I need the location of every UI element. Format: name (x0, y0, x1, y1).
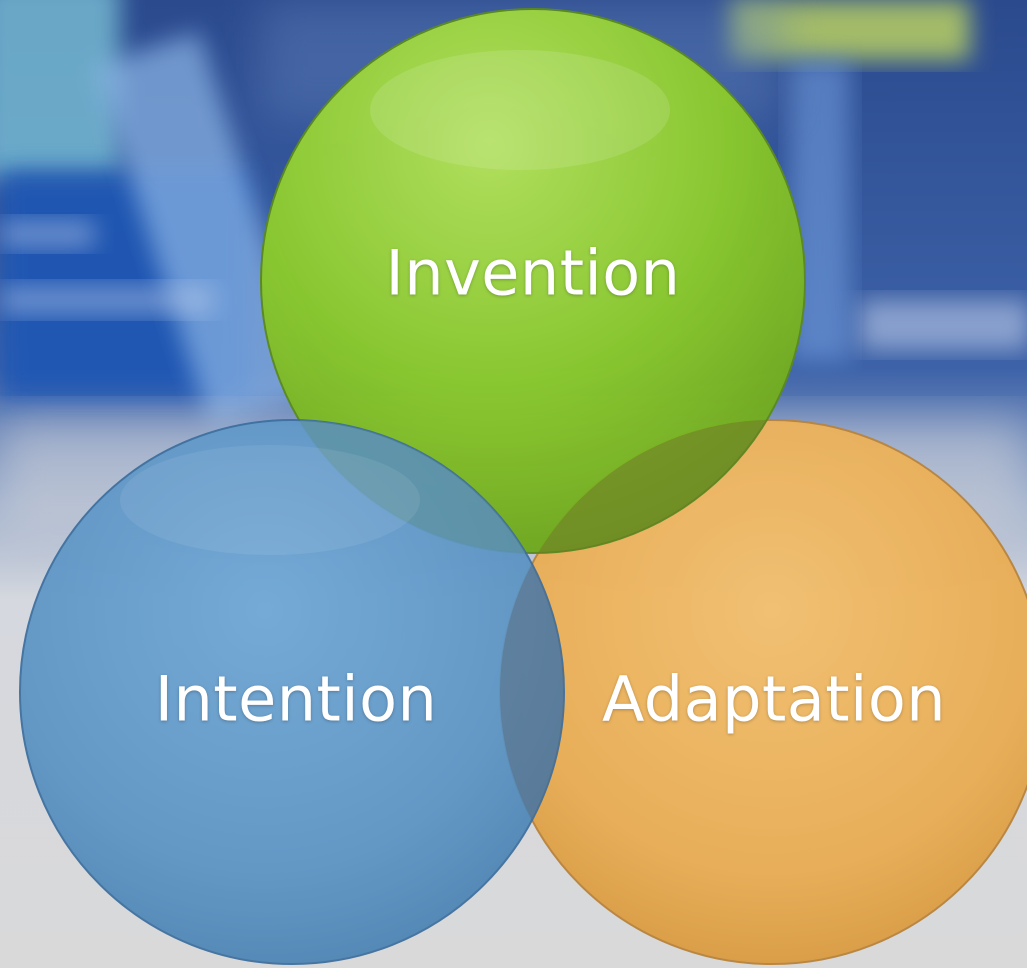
invention-circle (260, 8, 806, 554)
adaptation-label: Adaptation (601, 662, 947, 736)
intention-label: Intention (154, 662, 438, 736)
invention-label: Invention (385, 236, 681, 310)
